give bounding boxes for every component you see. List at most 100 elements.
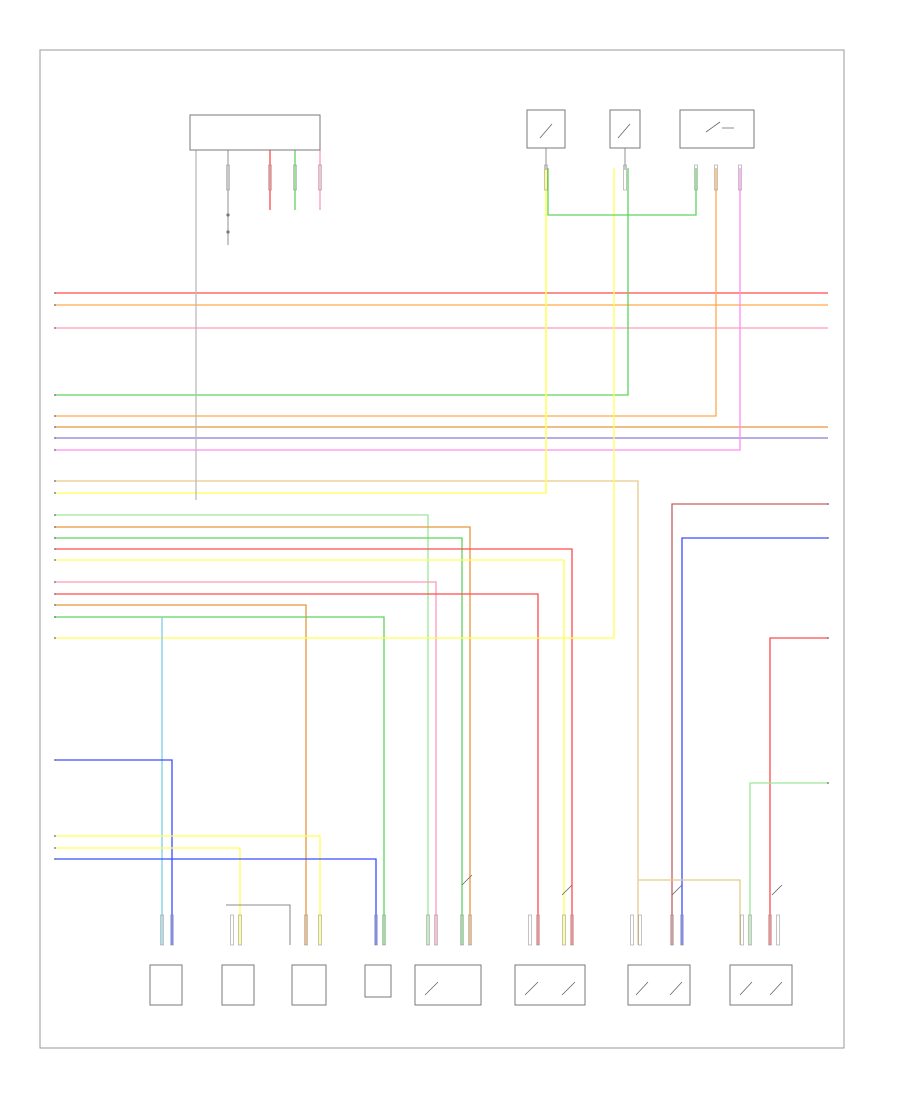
wire-terminal	[827, 637, 829, 639]
wire-sensor-tan	[55, 480, 639, 945]
connector-pin	[562, 914, 566, 946]
connector-pin	[304, 914, 308, 946]
bottom-comp-7	[627, 884, 691, 1006]
connector-pin	[268, 164, 272, 191]
connector-pin	[468, 914, 472, 946]
wire-bus-green-1	[55, 168, 629, 396]
bottom-comp-1	[149, 964, 183, 1006]
wire-terminal	[54, 292, 56, 294]
wire-terminal	[54, 415, 56, 417]
connector-pin	[460, 914, 464, 946]
wire-tan-jumper	[638, 879, 741, 945]
connector-pin	[293, 164, 297, 191]
wire-terminal	[54, 492, 56, 494]
bottom-comp-2	[221, 904, 291, 1006]
top-switch-3	[679, 109, 755, 149]
wire-terminal	[54, 548, 56, 550]
wire-sensor-orange	[55, 526, 471, 945]
bottom-comp-5	[414, 874, 482, 1006]
connector-pin	[160, 914, 164, 946]
wire-terminal	[54, 426, 56, 428]
wire-terminal	[54, 537, 56, 539]
wire-blue-left-2	[55, 858, 377, 945]
wire-terminal	[54, 394, 56, 396]
connector-pin	[738, 164, 742, 191]
wire-terminal	[54, 304, 56, 306]
wire-terminal	[54, 616, 56, 618]
connector-pin	[170, 914, 174, 946]
wire-terminal	[54, 759, 56, 761]
connector-pins	[160, 164, 780, 946]
wire-sensor-light-green	[55, 514, 429, 945]
bottom-comp-4	[364, 964, 392, 998]
wire-yellow-left-2	[55, 847, 241, 945]
wire-lower-yellow	[55, 168, 615, 639]
connector-pin	[714, 164, 718, 191]
connector-pin	[238, 914, 242, 946]
diagram-frame	[39, 49, 845, 1049]
wire-terminal	[54, 559, 56, 561]
wire-terminal	[54, 514, 56, 516]
wire-bus-orange-2	[55, 168, 717, 417]
connector-pin	[623, 164, 627, 191]
connector-pin	[318, 164, 322, 191]
top-sensor-2	[609, 109, 641, 170]
wire-terminal	[54, 858, 56, 860]
wire-terminal	[54, 437, 56, 439]
wire-sensor-green	[55, 537, 463, 945]
wire-sensor-yellow-1	[55, 168, 547, 494]
wire-blue-left	[55, 759, 173, 945]
wire-terminal	[54, 480, 56, 482]
wire-right-red-2	[769, 637, 828, 945]
wire-terminal	[54, 847, 56, 849]
wire-terminal	[54, 604, 56, 606]
wire-terminal	[54, 581, 56, 583]
connector-pin	[230, 914, 234, 946]
wire-lower-pink	[55, 581, 437, 945]
wire-terminal	[54, 526, 56, 528]
wire-terminal	[54, 835, 56, 837]
wire-sensor-yellow-2	[55, 559, 565, 945]
top-connector-block	[189, 114, 321, 245]
connector-pin	[748, 914, 752, 946]
connector-pin	[630, 914, 634, 946]
wire-bus-magenta	[55, 168, 741, 451]
connector-pin	[694, 164, 698, 191]
wire-lower-red	[55, 593, 539, 945]
connector-pin	[528, 914, 532, 946]
wire-right-red-1	[671, 503, 828, 945]
wire-lower-green	[55, 616, 385, 945]
connector-pin	[544, 164, 548, 191]
wire-terminal	[54, 327, 56, 329]
connector-pin	[670, 914, 674, 946]
wire-sensor-red	[55, 548, 573, 945]
bottom-comp-8	[729, 884, 793, 1006]
top-sensor-1	[526, 109, 566, 170]
connector-pin	[570, 914, 574, 946]
wire-terminal	[54, 593, 56, 595]
bottom-comp-6	[514, 884, 586, 1006]
wire-right-green	[749, 782, 828, 945]
wire-lower-brown	[55, 604, 307, 945]
bottom-comp-3	[291, 964, 327, 1006]
connector-pin	[638, 914, 642, 946]
connector-pin	[226, 164, 230, 191]
connector-pin	[426, 914, 430, 946]
wire-terminal	[827, 782, 829, 784]
connector-pin	[680, 914, 684, 946]
connector-pin	[434, 914, 438, 946]
wire-layer	[54, 150, 829, 945]
wire-terminal	[54, 637, 56, 639]
wire-terminal	[827, 503, 829, 505]
connector-pin	[740, 914, 744, 946]
connector-pin	[374, 914, 378, 946]
connector-pin	[536, 914, 540, 946]
connector-pin	[318, 914, 322, 946]
connector-pin	[382, 914, 386, 946]
connector-pin	[768, 914, 772, 946]
wire-green-jumper	[547, 168, 697, 216]
connector-pin	[776, 914, 780, 946]
wire-terminal	[54, 449, 56, 451]
wire-right-blue	[681, 537, 828, 945]
